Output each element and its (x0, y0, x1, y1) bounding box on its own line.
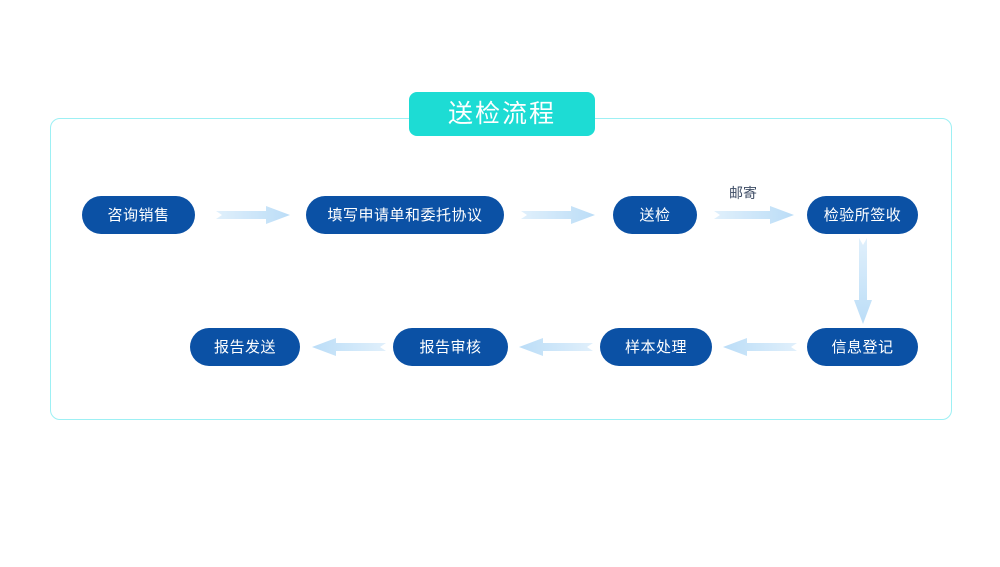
flow-arrow-lab-to-registration (853, 238, 873, 324)
flow-node-submit-inspection[interactable]: 送检 (613, 196, 697, 234)
flow-node-sample-processing[interactable]: 样本处理 (600, 328, 712, 366)
flow-node-label: 报告审核 (419, 338, 482, 356)
flow-node-label: 咨询销售 (107, 206, 170, 224)
flow-node-label: 检验所签收 (823, 206, 902, 224)
flow-arrow-sample-to-review (519, 337, 593, 357)
flow-arrow-submit-to-lab (714, 205, 794, 225)
flow-node-info-registration[interactable]: 信息登记 (807, 328, 918, 366)
flow-edge-label-mail: 邮寄 (729, 185, 757, 201)
flow-node-fill-application[interactable]: 填写申请单和委托协议 (306, 196, 504, 234)
flow-node-lab-receipt[interactable]: 检验所签收 (807, 196, 918, 234)
flow-node-label: 送检 (639, 206, 671, 224)
flow-arrow-consult-to-application (216, 205, 290, 225)
flow-node-label: 样本处理 (624, 338, 687, 356)
flow-node-report-review[interactable]: 报告审核 (393, 328, 508, 366)
flow-arrow-review-to-delivery (312, 337, 386, 357)
flow-arrow-application-to-submit (521, 205, 595, 225)
flow-node-label: 信息登记 (831, 338, 894, 356)
diagram-title-text: 送检流程 (447, 99, 556, 128)
diagram-frame (50, 118, 952, 420)
flow-arrow-registration-to-sample (723, 337, 797, 357)
flow-node-consult-sales[interactable]: 咨询销售 (82, 196, 195, 234)
flow-node-label: 填写申请单和委托协议 (327, 206, 483, 224)
flow-node-report-delivery[interactable]: 报告发送 (190, 328, 300, 366)
diagram-title-badge: 送检流程 (409, 92, 595, 136)
flow-node-label: 报告发送 (213, 338, 276, 356)
